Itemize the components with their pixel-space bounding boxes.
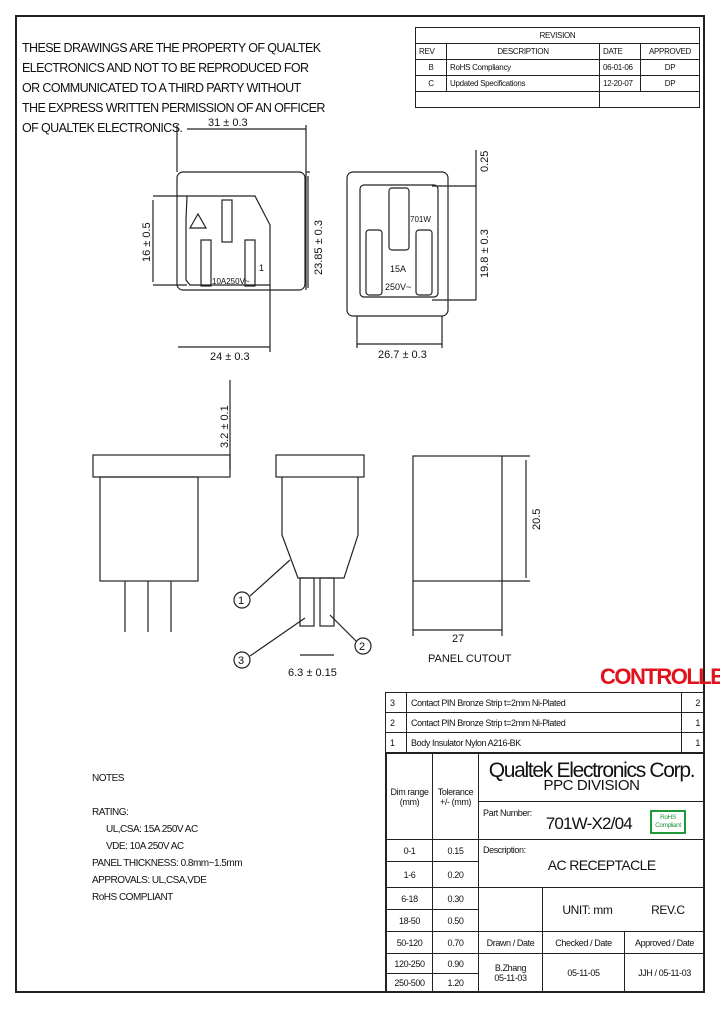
part-number-label: Part Number: <box>483 808 532 818</box>
qty-cell: 2 <box>681 692 705 713</box>
tolerance-cell: 0.50 <box>433 910 479 932</box>
front-bottom-width-dim: 24 ± 0.3 <box>210 351 250 363</box>
description-cell: Description: AC RECEPTACLE <box>479 840 705 888</box>
company-name: Qualtek Electronics Corp. <box>488 758 696 782</box>
dim-range-cell: 250-500 <box>387 974 433 993</box>
description-label: Description: <box>483 845 526 855</box>
qty-cell: 1 <box>681 732 705 753</box>
revision-table: REVISION REV DESCRIPTION DATE APPROVED B… <box>415 27 700 108</box>
dim-range-cell: 1-6 <box>387 862 433 888</box>
notes-title: NOTES <box>92 773 124 784</box>
note-line: PANEL THICKNESS: 0.8mm~1.5mm <box>92 858 243 869</box>
dim-header: Dim range (mm) <box>387 754 433 840</box>
division-name: PPC DIVISION <box>543 776 640 794</box>
side-view: 3.2 ± 0.1 <box>92 380 231 632</box>
tolerance-cell: 1.20 <box>433 974 479 993</box>
tolerance-cell: 0.70 <box>433 932 479 954</box>
dim-range-cell: 120-250 <box>387 954 433 974</box>
technical-drawing: 31 ± 0.3 24 ± 0.3 23.85 ± 0.3 16 ± 0.5 1… <box>92 117 543 679</box>
bottom-view: 1 2 3 6.3 ± 0.15 <box>233 454 372 679</box>
controlled-stamp: CONTROLLED <box>600 664 720 689</box>
qty-cell: 1 <box>681 712 705 733</box>
notice-line: OR COMMUNICATED TO A THIRD PARTY WITHOUT <box>22 81 301 95</box>
cutout-height-dim: 20.5 <box>531 509 543 530</box>
front-width-dim: 31 ± 0.3 <box>208 117 248 129</box>
drawn-label: Drawn / Date <box>479 932 543 954</box>
pin-spacing-dim: 6.3 ± 0.15 <box>288 667 337 679</box>
tol-header: Tolerance +/- (mm) <box>433 754 479 840</box>
rear-height-dim: 19.8 ± 0.3 <box>479 229 491 278</box>
rear-offset-dim: 0.25 <box>479 151 491 172</box>
notes: NOTES RATING: UL,CSA: 15A 250V AC VDE: 1… <box>92 770 243 906</box>
drawing-frame <box>15 15 705 993</box>
part-description: Contact PIN Bronze Strip t=2mm Ni-Plated <box>405 692 683 713</box>
callout-1: 1 <box>238 595 244 607</box>
company-cell: Qualtek Electronics Corp. PPC DIVISION <box>479 754 705 802</box>
rear-rating-top: 15A <box>390 264 406 274</box>
part-description: Contact PIN Bronze Strip t=2mm Ni-Plated <box>405 712 683 733</box>
approved-label: Approved / Date <box>625 932 705 954</box>
dim-range-cell: 0-1 <box>387 840 433 862</box>
front-view: 31 ± 0.3 24 ± 0.3 23.85 ± 0.3 16 ± 0.5 1… <box>141 117 325 363</box>
note-line: APPROVALS: UL,CSA,VDE <box>92 875 207 886</box>
tolerance-cell: 0.15 <box>433 840 479 862</box>
panel-cutout: 27 20.5 PANEL CUTOUT <box>412 455 543 665</box>
item-cell: 1 <box>385 732 407 753</box>
note-line: RoHS COMPLIANT <box>92 892 173 903</box>
notice-line: THE EXPRESS WRITTEN PERMISSION OF AN OFF… <box>22 101 325 115</box>
tolerance-cell: 0.30 <box>433 888 479 910</box>
cutout-width-dim: 27 <box>452 633 464 645</box>
front-inner-height-dim: 16 ± 0.5 <box>141 222 153 262</box>
proprietary-notice: THESE DRAWINGS ARE THE PROPERTY OF QUALT… <box>22 38 325 138</box>
note-line: VDE: 10A 250V AC <box>106 841 184 852</box>
blank-cell <box>479 888 543 932</box>
item-cell: 2 <box>385 712 407 733</box>
pin-label: 1 <box>259 263 264 273</box>
notice-line: THESE DRAWINGS ARE THE PROPERTY OF QUALT… <box>22 41 321 55</box>
thickness-dim: 3.2 ± 0.1 <box>219 405 231 448</box>
front-height-dim: 23.85 ± 0.3 <box>313 220 325 275</box>
revision-row-empty <box>415 91 700 108</box>
callout-2: 2 <box>359 641 365 653</box>
unit-rev-cell: UNIT: mm REV.C <box>543 888 705 932</box>
dim-range-cell: 18-50 <box>387 910 433 932</box>
rear-view: 26.7 ± 0.3 19.8 ± 0.3 0.25 701W 15A 250V… <box>346 150 491 361</box>
rear-model: 701W <box>410 215 431 224</box>
item-cell: 3 <box>385 692 407 713</box>
drawn-value: B.Zhang 05-11-03 <box>479 954 543 993</box>
part-number: 701W-X2/04 <box>545 814 633 833</box>
front-rating: 10A250V~ <box>212 277 250 286</box>
unit-value: UNIT: mm <box>562 902 613 917</box>
tolerance-cell: 0.90 <box>433 954 479 974</box>
dim-range-cell: 50-120 <box>387 932 433 954</box>
tolerance-cell: 0.20 <box>433 862 479 888</box>
cutout-label: PANEL CUTOUT <box>428 653 512 665</box>
title-block: Dim range (mm) Tolerance +/- (mm) Qualte… <box>385 752 705 993</box>
rear-width-dim: 26.7 ± 0.3 <box>378 349 427 361</box>
part-number-cell: Part Number: 701W-X2/04 RoHS Compliant <box>479 802 705 840</box>
dim-range-cell: 6-18 <box>387 888 433 910</box>
notice-line: ELECTRONICS AND NOT TO BE REPRODUCED FOR <box>22 61 309 75</box>
note-line: RATING: <box>92 807 129 818</box>
note-line: UL,CSA: 15A 250V AC <box>106 824 198 835</box>
approved-value: JJH / 05-11-03 <box>625 954 705 993</box>
checked-value: 05-11-05 <box>543 954 625 993</box>
checked-label: Checked / Date <box>543 932 625 954</box>
rohs-badge: RoHS Compliant <box>649 810 686 834</box>
description-value: AC RECEPTACLE <box>547 857 656 873</box>
rear-rating-bottom: 250V~ <box>385 282 411 292</box>
notice-line: OF QUALTEK ELECTRONICS. <box>22 121 183 135</box>
part-description: Body Insulator Nylon A216-BK <box>405 732 683 753</box>
callout-3: 3 <box>238 655 244 667</box>
rev-value: REV.C <box>651 902 685 917</box>
